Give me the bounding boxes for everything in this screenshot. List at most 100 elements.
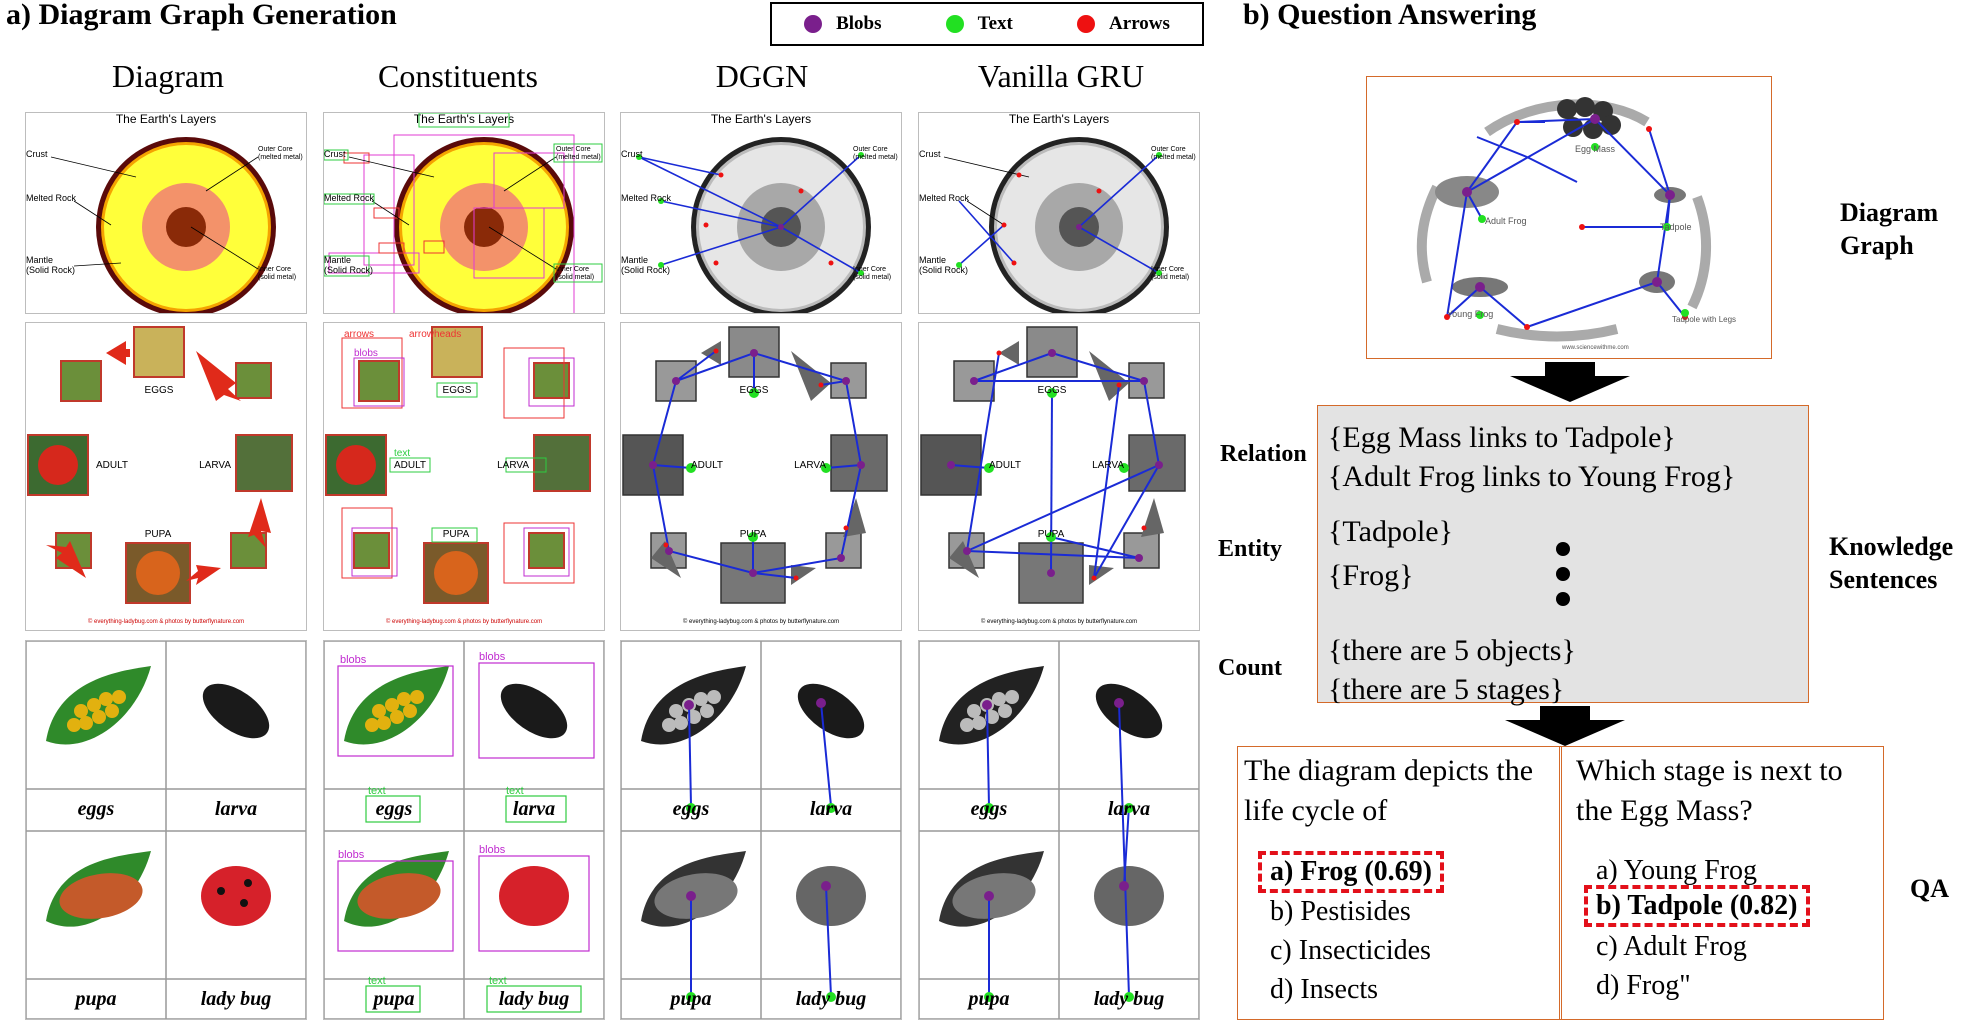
label-eggs: EGGS (145, 385, 174, 396)
label-larva: larva (1108, 798, 1150, 820)
section-title-question-answering: b) Question Answering (1243, 0, 1537, 31)
label-mantle: Mantle (919, 255, 946, 265)
column-head-dggn: DGGN (715, 58, 809, 94)
tag-arrows: arrows (344, 329, 374, 340)
earth-panel-diagram: The Earth's Layers Crust Melted Rock Man… (25, 112, 307, 314)
larva-photo (235, 434, 293, 492)
label-melted-rock: Melted Rock (919, 193, 970, 203)
label-larva: LARVA (497, 460, 529, 471)
answer-1a-highlight: a) Frog (0.69) (1258, 851, 1444, 893)
tag-blobs: blobs (354, 348, 378, 359)
tag-blobs: blobs (338, 849, 365, 861)
label-pupa: pupa (668, 988, 711, 1010)
frog-graph-svg: Egg Mass Adult Frog Tadpole Young Frog T… (1416, 97, 1736, 351)
answer-2a: a) Young Frog (1596, 855, 1758, 886)
tag-arrowheads: arrowheads (409, 329, 461, 340)
label-eggs: eggs (971, 798, 1008, 820)
adult-small-photo (60, 360, 102, 402)
label-mantle: Mantle (621, 255, 648, 265)
label-mantle: Mantle (26, 255, 53, 265)
down-arrow-icon (1505, 706, 1625, 746)
count-sentence: {there are 5 objects} (1328, 634, 1576, 667)
label-melted-rock: Melted Rock (621, 193, 672, 203)
label-eggs: EGGS (1038, 385, 1067, 396)
answer-2b-highlight: b) Tadpole (0.82) (1584, 885, 1810, 927)
label-egg-mass: Egg Mass (1575, 144, 1616, 154)
label-pupa: pupa (73, 988, 116, 1010)
text-dot-icon (945, 15, 964, 33)
down-arrow-icon (1510, 362, 1630, 402)
earth-title: The Earth's Layers (414, 113, 514, 126)
frog-credit: www.sciencewithme.com (1561, 345, 1629, 351)
answer-2b: b) Tadpole (0.82) (1584, 885, 1810, 927)
label-outer-core: Outer Core (556, 146, 591, 153)
label-larva: larva (215, 798, 257, 820)
label-solid-rock: (Solid Rock) (26, 265, 75, 275)
tag-blobs: blobs (479, 844, 506, 856)
label-adult: ADULT (691, 460, 723, 471)
entity-label: Entity (1218, 536, 1283, 562)
arrow-dot-icon (1077, 15, 1096, 33)
earth-title: The Earth's Layers (116, 113, 216, 126)
text-box (418, 113, 510, 128)
ladybug-panel-constituents: arrows arrowheads blobs text EGGS LARVA … (323, 322, 605, 631)
section-title-graph-generation: a) Diagram Graph Generation (6, 0, 397, 31)
grid-dggn-svg: eggs larva pupa lady bug (621, 641, 901, 1019)
label-eggs: EGGS (443, 385, 472, 396)
label-crust: Crust (919, 149, 941, 159)
label-melted-metal: (melted metal) (258, 154, 303, 161)
grid-panel-constituents: blobs blobs blobs blobs text text text t… (323, 640, 605, 1020)
label-melted-metal: (melted metal) (556, 154, 601, 161)
frog-diagram-graph: Egg Mass Adult Frog Tadpole Young Frog T… (1366, 76, 1772, 359)
ladybug-panel-diagram: EGGS LARVA PUPA ADULT © everything-ladyb… (25, 322, 307, 631)
label-outer-core: Outer Core (1151, 146, 1186, 153)
label-young-frog: Young Frog (1447, 309, 1493, 319)
label-crust: Crust (324, 149, 346, 159)
label-melted-metal: (melted metal) (1151, 154, 1196, 161)
label-lady-bug: lady bug (1094, 988, 1165, 1010)
tag-text: text (489, 975, 507, 987)
answer-1b: b) Pestisides (1270, 896, 1411, 927)
label-melted-metal: (melted metal) (853, 154, 898, 161)
earth-diagram-svg: The Earth's Layers Crust Melted Rock Man… (26, 113, 303, 313)
tag-text: text (368, 785, 386, 797)
label-pupa: pupa (966, 988, 1009, 1010)
label-inner-core: Inner Core (853, 266, 886, 273)
ladybug-gru-svg: EGGS LARVA PUPA ADULT © everything-ladyb… (920, 326, 1186, 625)
label-larva: LARVA (1092, 460, 1124, 471)
label-crust: Crust (26, 149, 48, 159)
earth-dggn-svg: The Earth's Layers Crust Melted Rock Man… (621, 113, 898, 313)
label-pupa: PUPA (443, 529, 470, 540)
label-lady-bug: lady bug (201, 988, 272, 1010)
label-pupa: PUPA (740, 529, 767, 540)
ladybug-diagram-svg: EGGS LARVA PUPA ADULT © everything-ladyb… (27, 326, 293, 625)
earth-panel-vanilla-gru: The Earth's Layers Crust Melted Rock Man… (918, 112, 1200, 314)
answer-2d: d) Frog" (1596, 970, 1691, 1001)
knowledge-sentences-box: {Egg Mass links to Tadpole} {Adult Frog … (1317, 405, 1809, 706)
tag-text: text (394, 448, 410, 459)
label-eggs: eggs (78, 798, 115, 820)
column-head-vanilla-gru: Vanilla GRU (977, 58, 1145, 94)
relation-label: Relation (1220, 441, 1307, 467)
label-adult: ADULT (989, 460, 1021, 471)
question-2-text: Which stage is next to the Egg Mass? (1576, 754, 1843, 827)
ladybug-constituents-svg: arrows arrowheads blobs text EGGS LARVA … (325, 326, 591, 625)
label-tadpole-with-legs: Tadpole with Legs (1672, 315, 1736, 324)
legend-arrows: Arrows (1077, 13, 1170, 35)
label-solid-rock: (Solid Rock) (919, 265, 968, 275)
earth-constituents-svg: The Earth's Layers Crust (324, 113, 603, 313)
tag-blobs: blobs (479, 651, 506, 663)
label-mantle: Mantle (324, 255, 351, 265)
entity-sentence: {Tadpole} (1328, 515, 1453, 548)
blob-dot-icon (804, 15, 823, 33)
ladybug-panel-vanilla-gru: EGGS LARVA PUPA ADULT © everything-ladyb… (918, 322, 1200, 631)
earth-title: The Earth's Layers (711, 113, 811, 126)
qa-box-question-2: Which stage is next to the Egg Mass? a) … (1559, 746, 1884, 1020)
grid-diagram-svg: eggs larva pupa lady bug (26, 641, 306, 1019)
label-solid-metal: (solid metal) (853, 274, 891, 281)
label-eggs: eggs (673, 798, 710, 820)
legend-text: Text (945, 13, 1013, 35)
label-tadpole: Tadpole (1660, 222, 1692, 232)
ladybug-dggn-svg: EGGS LARVA PUPA ADULT © everything-ladyb… (622, 326, 888, 625)
label-pupa: PUPA (1038, 529, 1065, 540)
